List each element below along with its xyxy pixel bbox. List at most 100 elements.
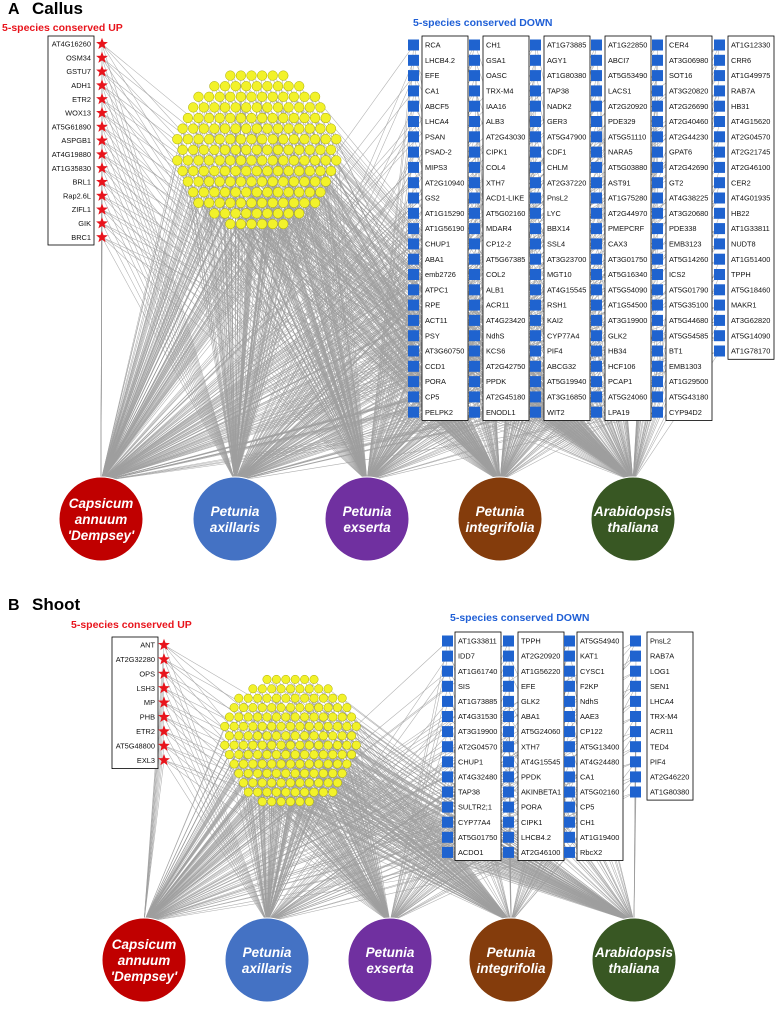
hub-node bbox=[304, 165, 315, 177]
down-gene-label: PnsL2 bbox=[547, 194, 568, 203]
network-edge bbox=[283, 202, 368, 482]
square-icon bbox=[469, 253, 480, 265]
hub-node bbox=[251, 165, 262, 177]
hub-node bbox=[257, 703, 267, 713]
square-icon bbox=[469, 85, 480, 97]
network-edge bbox=[143, 726, 319, 923]
network-edge bbox=[143, 760, 165, 923]
down-gene-label: CER4 bbox=[669, 41, 689, 50]
down-gene-label: AAE3 bbox=[580, 712, 599, 721]
square-icon bbox=[469, 360, 480, 372]
hub-node bbox=[318, 750, 328, 760]
panel-b-down-gene-list: AT1G33811IDD7AT1G61740SISAT1G73885AT4G31… bbox=[442, 631, 694, 861]
hub-node bbox=[209, 144, 220, 155]
down-gene-label: AT4G15545 bbox=[547, 285, 586, 294]
hub-node bbox=[262, 787, 272, 797]
square-icon bbox=[408, 345, 419, 357]
hub-node bbox=[253, 693, 263, 703]
square-icon bbox=[530, 85, 541, 97]
down-gene-label: PDE338 bbox=[669, 224, 697, 233]
hub-node bbox=[278, 112, 289, 124]
hub-node bbox=[188, 187, 199, 198]
hub-node bbox=[281, 750, 291, 760]
network-edge bbox=[143, 801, 263, 923]
down-gene-label: AST91 bbox=[608, 178, 631, 187]
up-gene-label: GIK bbox=[78, 219, 91, 228]
square-icon bbox=[530, 100, 541, 112]
down-gene-label: ABA1 bbox=[425, 255, 444, 264]
hub-node bbox=[299, 112, 310, 124]
hub-node bbox=[214, 155, 225, 166]
hub-node bbox=[251, 81, 262, 92]
hub-node bbox=[230, 208, 241, 219]
panel-b-edges bbox=[143, 640, 637, 923]
hub-node bbox=[251, 144, 262, 155]
down-gene-label: AT2G04570 bbox=[458, 742, 497, 751]
square-icon bbox=[714, 85, 725, 97]
hub-node bbox=[272, 165, 284, 177]
square-icon bbox=[530, 376, 541, 388]
star-icon bbox=[158, 725, 170, 737]
species-node bbox=[457, 476, 543, 562]
square-icon bbox=[469, 406, 480, 418]
network-edge bbox=[100, 213, 279, 482]
hub-node bbox=[347, 712, 357, 722]
network-edge bbox=[366, 152, 415, 482]
hub-node bbox=[304, 187, 315, 198]
hub-node bbox=[214, 91, 225, 102]
hub-node bbox=[253, 712, 263, 722]
square-icon bbox=[503, 741, 514, 753]
down-gene-label: LACS1 bbox=[608, 87, 631, 96]
down-gene-label: CYP94D2 bbox=[669, 408, 702, 417]
hub-node bbox=[276, 740, 286, 750]
hub-node bbox=[219, 123, 231, 134]
down-gene-label: RAB7A bbox=[650, 652, 674, 661]
hub-node bbox=[225, 218, 236, 230]
down-gene-label: IDD7 bbox=[458, 652, 475, 661]
down-gene-label: AT5G02160 bbox=[486, 209, 525, 218]
hub-node bbox=[225, 176, 236, 187]
hub-node bbox=[267, 134, 278, 145]
square-icon bbox=[714, 207, 725, 219]
hub-node bbox=[172, 134, 183, 145]
down-gene-label: AT1G80380 bbox=[650, 788, 689, 797]
hub-node bbox=[234, 750, 244, 760]
square-icon bbox=[469, 177, 480, 189]
hub-node bbox=[309, 750, 319, 760]
network-edge bbox=[569, 852, 635, 923]
hub-node bbox=[323, 703, 333, 713]
square-icon bbox=[591, 54, 602, 66]
network-edge bbox=[101, 71, 236, 482]
hub-node bbox=[262, 187, 273, 198]
square-icon bbox=[408, 299, 419, 311]
down-gene-label: MGT10 bbox=[547, 270, 572, 279]
square-icon bbox=[630, 711, 641, 722]
hub-node bbox=[304, 123, 315, 134]
hub-node bbox=[239, 759, 248, 769]
network-edge bbox=[257, 792, 268, 923]
star-icon bbox=[96, 120, 108, 132]
down-gene-label: CHLM bbox=[547, 163, 568, 172]
square-icon bbox=[469, 238, 480, 250]
up-gene-label: AT4G16260 bbox=[52, 40, 91, 49]
network-edge bbox=[234, 411, 659, 482]
hub-node bbox=[331, 155, 342, 166]
down-gene-label: SIS bbox=[458, 682, 470, 691]
square-icon bbox=[630, 786, 641, 798]
network-edge bbox=[163, 731, 268, 923]
down-gene-box bbox=[482, 35, 530, 421]
hub-node bbox=[193, 197, 204, 208]
hub-node bbox=[253, 768, 263, 778]
hub-node bbox=[230, 81, 241, 92]
network-edge bbox=[163, 688, 391, 923]
down-gene-label: TPPH bbox=[521, 637, 541, 646]
down-gene-label: RbcX2 bbox=[580, 848, 602, 857]
hub-node bbox=[246, 91, 257, 102]
species-label: Petunia bbox=[211, 504, 260, 519]
down-gene-label: HB34 bbox=[608, 347, 627, 356]
square-icon bbox=[530, 146, 541, 158]
network-edge bbox=[100, 181, 242, 482]
down-gene-label: GT2 bbox=[669, 178, 683, 187]
up-gene-label: ZIFL1 bbox=[72, 205, 91, 214]
hub-node bbox=[290, 674, 300, 684]
